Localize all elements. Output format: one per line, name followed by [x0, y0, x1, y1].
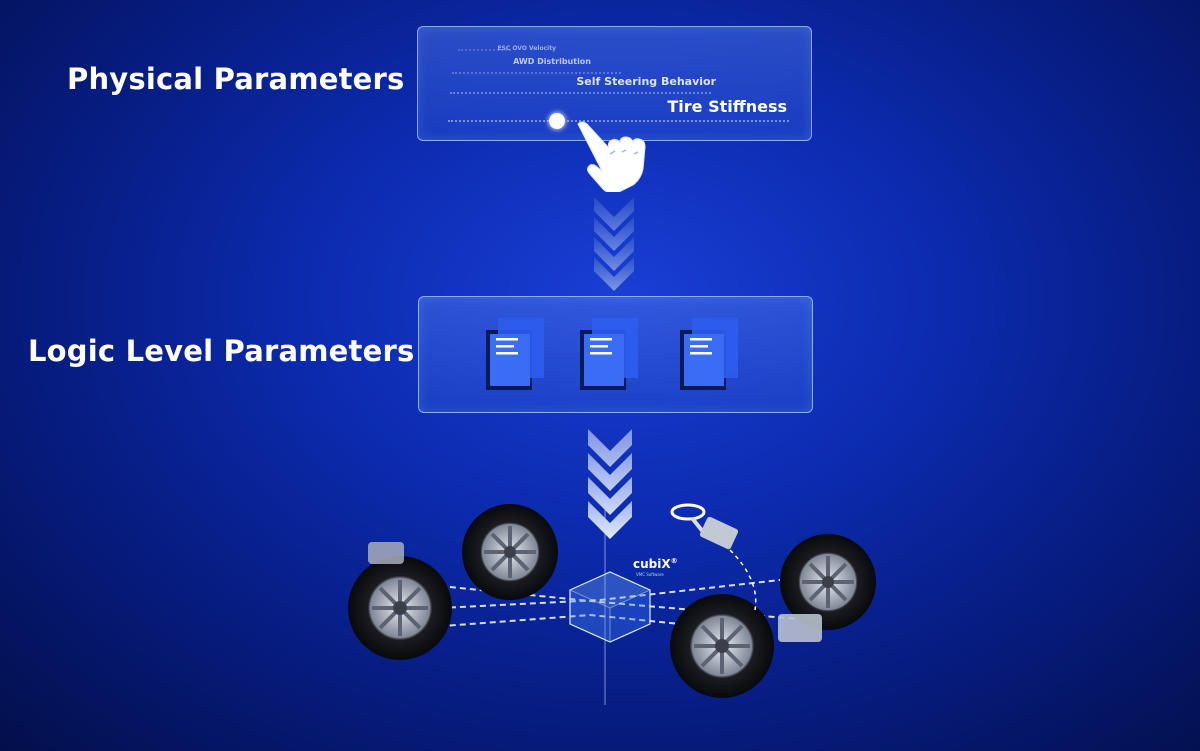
hand-pointer-icon	[570, 118, 650, 196]
parameter-track-line	[452, 72, 621, 74]
brand-mark: ®	[670, 557, 678, 565]
parameter-row[interactable]: AWD Distribution	[513, 57, 591, 66]
parameter-track-line	[458, 49, 511, 51]
label-physical-parameters: Physical Parameters	[67, 62, 405, 96]
steering-wheel-icon	[670, 503, 739, 550]
chevron-down-icon	[590, 195, 638, 295]
parameter-row[interactable]: ESC OVO Velocity	[497, 45, 556, 52]
wheel-icon	[348, 556, 452, 660]
document-icon	[680, 318, 740, 394]
chevron-down-icon	[584, 427, 636, 551]
label-logic-level-parameters: Logic Level Parameters	[28, 334, 415, 368]
wheel-icon	[780, 534, 876, 630]
cubix-brand-label: cubiX®	[633, 557, 678, 571]
document-icon	[486, 318, 546, 394]
slider-knob[interactable]	[549, 113, 565, 129]
cubix-subtitle: VMC Software	[636, 572, 664, 577]
parameter-row[interactable]: Self Steering Behavior	[576, 75, 716, 88]
parameter-track-line-selected[interactable]	[448, 120, 789, 122]
physical-parameters-panel: ESC OVO Velocity AWD Distribution Self S…	[417, 26, 812, 141]
parameter-track-line	[450, 92, 711, 94]
cube-icon	[568, 571, 652, 643]
parameter-row-selected[interactable]: Tire Stiffness	[667, 97, 787, 116]
vehicle-chassis-illustration	[330, 490, 890, 714]
wheel-icon	[462, 504, 558, 600]
document-icon	[580, 318, 640, 394]
wheel-icon	[670, 594, 774, 698]
brand-name: cubiX	[633, 557, 671, 571]
